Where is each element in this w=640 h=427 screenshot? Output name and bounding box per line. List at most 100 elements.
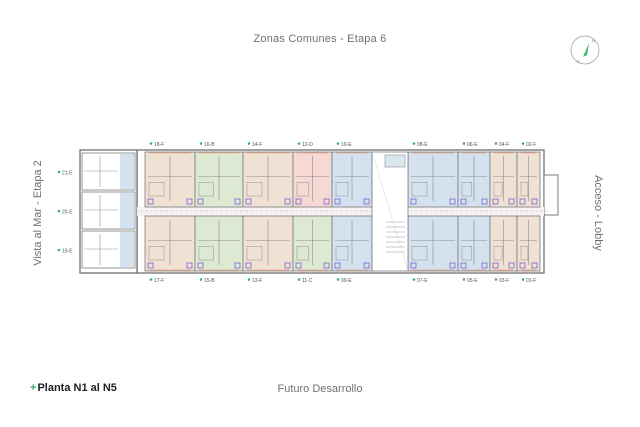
unit-dot-icon bbox=[494, 142, 498, 145]
room-box bbox=[296, 182, 309, 197]
balcony-marker bbox=[234, 198, 241, 205]
balcony-marker bbox=[186, 262, 193, 269]
balcony-marker bbox=[531, 262, 538, 269]
unit-label-15-B: 15-B bbox=[204, 278, 215, 284]
balcony-marker bbox=[492, 198, 499, 205]
unit-dot-icon bbox=[297, 278, 301, 281]
room-box bbox=[335, 182, 349, 197]
unit-dot-icon bbox=[521, 142, 525, 145]
unit-dot-icon bbox=[521, 278, 525, 281]
balcony-marker bbox=[245, 262, 252, 269]
core-diagonal bbox=[371, 151, 409, 272]
unit-dot-icon bbox=[149, 278, 153, 281]
room-box bbox=[198, 182, 214, 197]
room-box bbox=[148, 182, 165, 197]
compass-north: N bbox=[592, 38, 595, 43]
unit-label-07-E: 07-E bbox=[417, 278, 428, 284]
unit-label-21-E: 21-E bbox=[62, 171, 73, 177]
compass-south: S bbox=[577, 59, 580, 64]
balcony-marker bbox=[295, 198, 302, 205]
unit-dot-icon bbox=[57, 248, 61, 252]
unit-dot-icon bbox=[462, 142, 466, 145]
unit-label-20-E: 20-E bbox=[62, 210, 73, 216]
balcony-marker bbox=[449, 198, 456, 205]
unit-dot-icon bbox=[149, 142, 153, 145]
unit-dot-icon bbox=[297, 142, 301, 145]
compass-icon: N S bbox=[570, 35, 600, 65]
unit-label-06-E: 06-E bbox=[467, 142, 478, 148]
unit-dot-icon bbox=[336, 142, 340, 145]
room-box bbox=[148, 246, 165, 261]
balcony-marker bbox=[186, 198, 193, 205]
balcony-marker bbox=[197, 262, 204, 269]
unit-dot-icon bbox=[247, 142, 251, 145]
balcony-marker bbox=[519, 262, 526, 269]
balcony-marker bbox=[519, 198, 526, 205]
balcony-marker bbox=[323, 198, 330, 205]
title-bottom: Futuro Desarrollo bbox=[277, 383, 363, 395]
unit-label-16-B: 16-B bbox=[204, 142, 215, 148]
balcony-marker bbox=[481, 198, 488, 205]
elevator bbox=[384, 154, 406, 168]
unit-dot-icon bbox=[199, 278, 203, 281]
balcony-marker bbox=[410, 198, 417, 205]
balcony-marker bbox=[323, 262, 330, 269]
unit-dot-icon bbox=[412, 142, 416, 145]
balcony-marker bbox=[449, 262, 456, 269]
corridor bbox=[137, 207, 544, 216]
unit-label-18-F: 18-F bbox=[154, 142, 164, 148]
unit-label-13-F: 13-F bbox=[252, 278, 262, 284]
room-box bbox=[335, 246, 349, 261]
unit-dot-icon bbox=[57, 209, 61, 213]
balcony-fill bbox=[120, 232, 134, 267]
room-box bbox=[493, 182, 503, 197]
room-box bbox=[198, 246, 214, 261]
unit-dot-icon bbox=[412, 278, 416, 281]
balcony-fill bbox=[120, 193, 134, 228]
balcony-marker bbox=[363, 262, 370, 269]
unit-label-08-E: 08-E bbox=[417, 142, 428, 148]
room-box bbox=[246, 182, 263, 197]
room-box bbox=[296, 246, 309, 261]
unit-dot-icon bbox=[199, 142, 203, 145]
unit-dot-icon bbox=[494, 278, 498, 281]
balcony-marker bbox=[410, 262, 417, 269]
room-box bbox=[461, 246, 472, 261]
room-box bbox=[411, 246, 428, 261]
room-box bbox=[246, 246, 263, 261]
balcony-fill bbox=[120, 154, 134, 189]
unit-dot-icon bbox=[462, 278, 466, 281]
balcony-marker bbox=[147, 262, 154, 269]
unit-label-03-F: 03-F bbox=[499, 278, 509, 284]
unit-label-09-E: 09-E bbox=[341, 278, 352, 284]
balcony-marker bbox=[508, 198, 515, 205]
entry-stairs bbox=[543, 174, 559, 216]
unit-label-12-D: 12-D bbox=[302, 142, 313, 148]
unit-label-14-F: 14-F bbox=[252, 142, 262, 148]
unit-label-19-E: 19-E bbox=[62, 249, 73, 255]
balcony-marker bbox=[531, 198, 538, 205]
balcony-marker bbox=[147, 198, 154, 205]
balcony-marker bbox=[481, 262, 488, 269]
balcony-marker bbox=[334, 262, 341, 269]
room-box bbox=[461, 182, 472, 197]
balcony-marker bbox=[508, 262, 515, 269]
unit-label-01-F: 01-F bbox=[526, 278, 536, 284]
room-box bbox=[520, 182, 529, 197]
plus-icon: + bbox=[30, 382, 37, 394]
room-box bbox=[520, 246, 529, 261]
balcony-marker bbox=[197, 198, 204, 205]
balcony-marker bbox=[284, 262, 291, 269]
plan-label: +Planta N1 al N5 bbox=[30, 382, 117, 394]
title-top: Zonas Comunes - Etapa 6 bbox=[253, 33, 387, 45]
balcony-marker bbox=[460, 262, 467, 269]
unit-label-17-F: 17-F bbox=[154, 278, 164, 284]
room-box bbox=[493, 246, 503, 261]
balcony-marker bbox=[284, 198, 291, 205]
balcony-marker bbox=[460, 198, 467, 205]
balcony-marker bbox=[363, 198, 370, 205]
room-box bbox=[411, 182, 428, 197]
balcony-marker bbox=[295, 262, 302, 269]
plan-label-text: Planta N1 al N5 bbox=[37, 382, 117, 394]
